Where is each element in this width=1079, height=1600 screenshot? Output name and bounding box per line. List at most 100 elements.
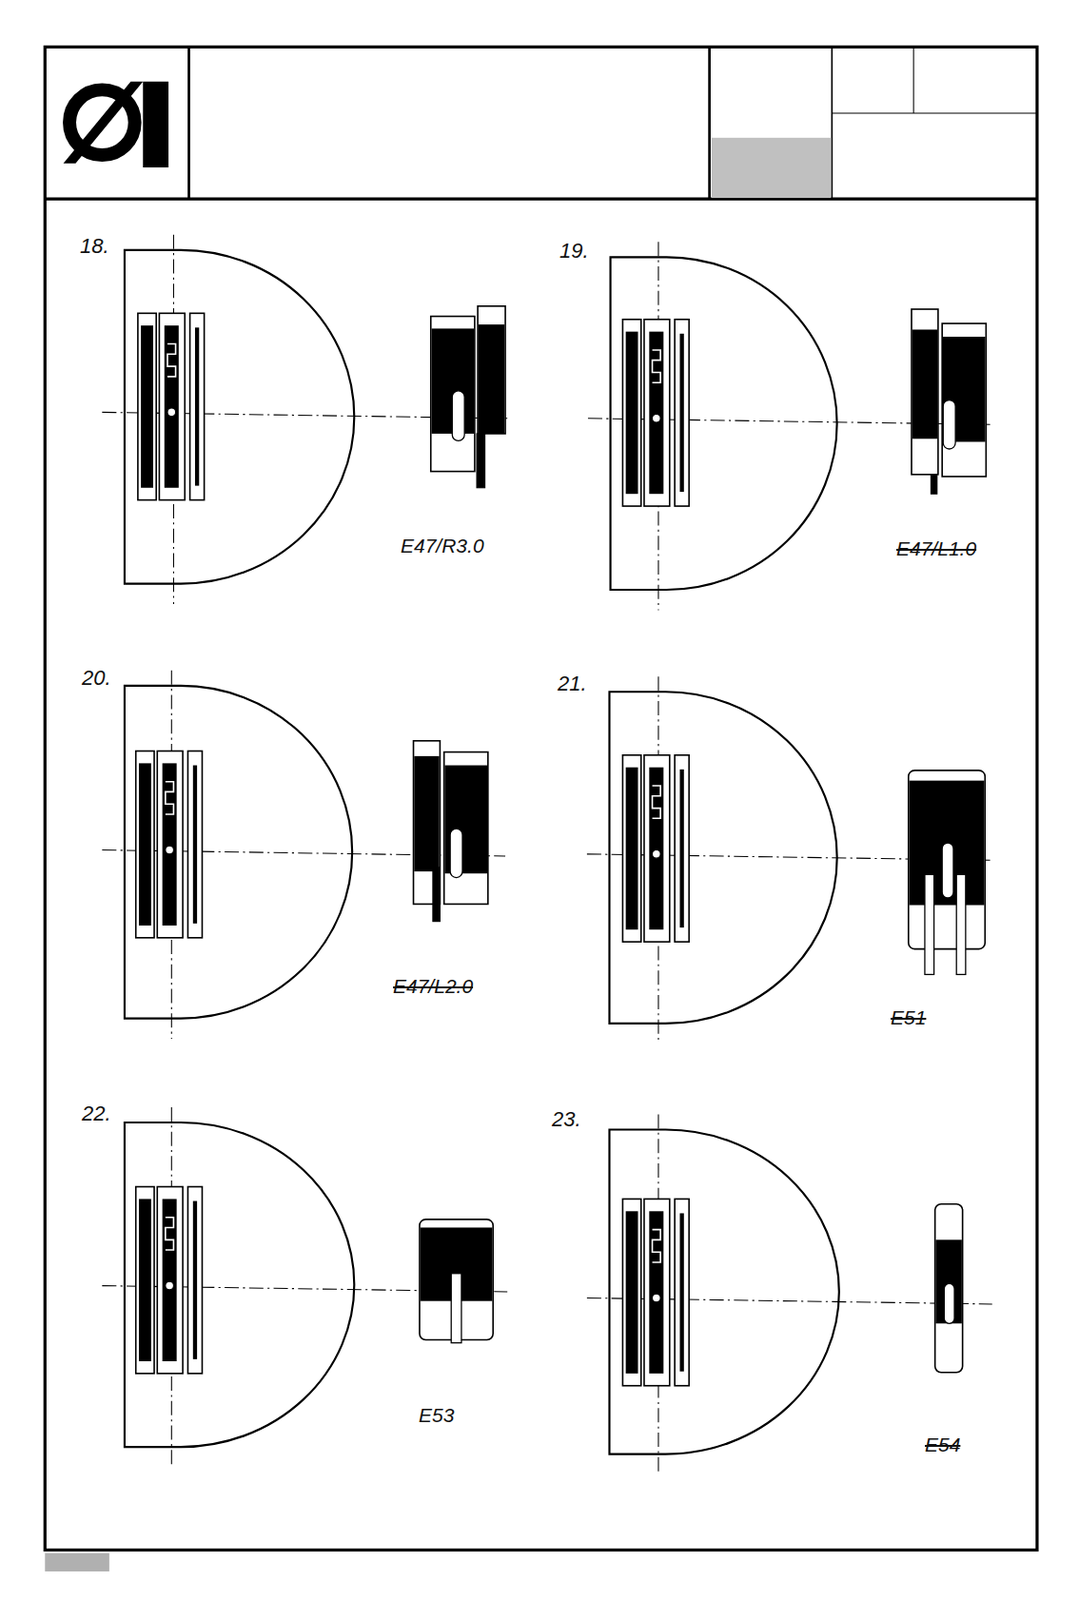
drawing-part: [124, 1122, 354, 1448]
presser-foot: [413, 741, 489, 923]
drawing-part: [622, 319, 641, 507]
drawing-part: [156, 1187, 183, 1374]
needle-plate: [588, 241, 991, 610]
drawing-part: [190, 313, 205, 500]
drawing-part: [941, 843, 954, 899]
drawing-part: [477, 306, 506, 434]
drawing-part: [674, 319, 689, 507]
part-code: E54: [924, 1433, 961, 1456]
drawing-part: [451, 391, 465, 442]
drawing-part: [943, 1283, 955, 1324]
drawing-part: [193, 1201, 197, 1360]
drawing-part: [187, 1187, 202, 1374]
part-code: E47/R3.0: [400, 534, 485, 557]
drawing-part: [674, 1198, 689, 1386]
drawing-part: [648, 767, 664, 931]
drawing-part: [652, 1230, 662, 1263]
drawing-part: [644, 319, 670, 507]
drawing-part: [648, 1211, 664, 1374]
drawing-part: [652, 785, 662, 819]
part-code: E47/L2.0: [392, 975, 473, 998]
drawing-part: [158, 313, 185, 500]
drawing-part: [626, 332, 639, 495]
drawing-part: [187, 751, 202, 939]
drawing-part: [195, 327, 199, 486]
drawing-part: [124, 250, 354, 585]
drawing-part: [164, 325, 179, 489]
drawing-part: [626, 767, 639, 931]
part-code: E51: [890, 1006, 926, 1029]
drawing-part: [924, 874, 935, 975]
drawing-part: [679, 769, 684, 928]
drawing-part: [193, 765, 197, 924]
drawing-part: [909, 781, 985, 906]
drawing-part: [165, 1217, 175, 1251]
drawing-part: [156, 751, 183, 939]
drawing-part: [162, 763, 177, 926]
drawing-part: [648, 332, 664, 495]
company-logo: [63, 81, 169, 168]
drawing-part: [167, 408, 177, 417]
drawing-part: [167, 344, 177, 377]
drawing-part: [935, 1239, 962, 1324]
drawing-part: [165, 1281, 175, 1291]
drawing-part: [652, 414, 662, 424]
drawing-part: [608, 1129, 839, 1454]
needle-plate: [101, 1107, 508, 1469]
drawing-part: [652, 850, 662, 860]
drawing-part: [136, 751, 155, 939]
needle-plate: [101, 235, 508, 605]
drawing-part: [935, 1204, 963, 1374]
drawing-part: [610, 256, 838, 590]
drawing-part: [622, 1198, 641, 1386]
drawing-part: [941, 323, 986, 477]
needle-plate: [101, 670, 506, 1040]
presser-foot: [935, 1204, 963, 1374]
figure-number: 18.: [79, 235, 110, 258]
drawing-part: [956, 874, 966, 975]
presser-foot: [908, 770, 985, 976]
figure-number: 21.: [557, 672, 588, 696]
part-code: E53: [418, 1404, 454, 1427]
presser-foot: [419, 1219, 493, 1344]
drawing-part: [908, 770, 985, 950]
drawing-part: [478, 324, 505, 434]
drawing-part: [644, 755, 670, 942]
presser-foot: [911, 309, 986, 494]
drawing-part: [137, 313, 157, 500]
figure-number: 20.: [81, 667, 112, 690]
drawing-part: [644, 1198, 670, 1386]
drawing-part: [138, 1198, 152, 1362]
figure-number: 23.: [551, 1108, 582, 1132]
drawing-part: [911, 309, 939, 475]
needle-plate: [587, 1114, 993, 1475]
drawing-part: [652, 1294, 662, 1303]
drawing-part: [450, 828, 463, 878]
drawing-part: [930, 474, 937, 494]
drawing-part: [476, 433, 486, 489]
drawing-part: [165, 845, 175, 855]
drawing-part: [162, 1198, 177, 1362]
drawing-part: [622, 755, 641, 942]
drawing-part: [679, 1213, 684, 1372]
part-code: E47/L1.0: [896, 537, 977, 560]
drawing-part: [140, 325, 154, 489]
drawing-part: [942, 400, 956, 450]
drawing-part: [444, 752, 489, 905]
drawing-part: [451, 1274, 462, 1344]
drawing-part: [674, 755, 689, 942]
drawing-part: [136, 1187, 155, 1374]
drawing-part: [652, 350, 662, 383]
drawing-part: [912, 329, 938, 439]
drawing-part: [679, 333, 684, 492]
needle-plate: [587, 676, 991, 1044]
drawing-part: [138, 763, 152, 926]
drawing-part: [432, 867, 441, 923]
drawing-part: [165, 782, 175, 815]
presser-foot: [431, 306, 506, 489]
drawing-part: [626, 1211, 639, 1374]
figure-number: 22.: [81, 1102, 112, 1126]
drawing-part: [413, 756, 439, 872]
drawing-part: [431, 316, 475, 472]
